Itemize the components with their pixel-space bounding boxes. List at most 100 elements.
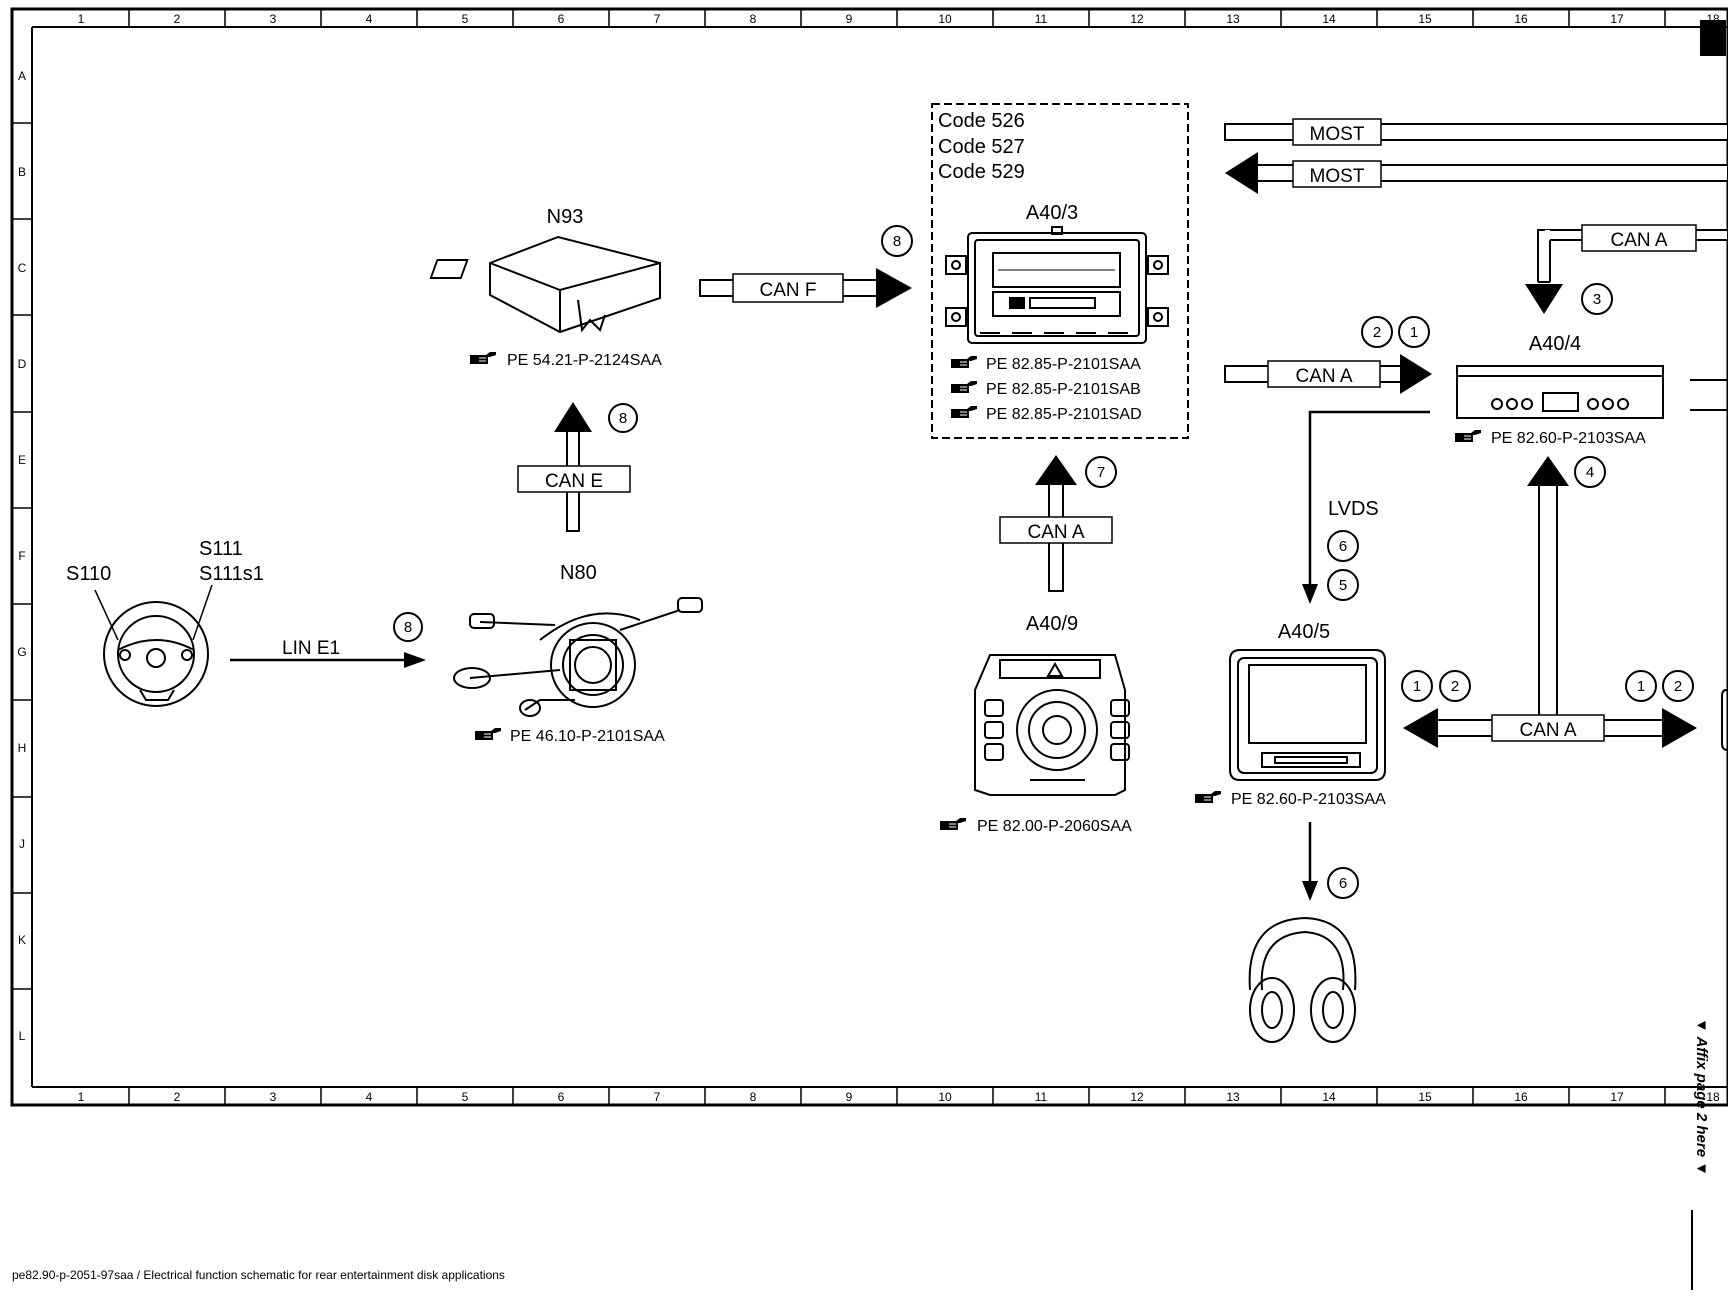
svg-text:6: 6 <box>1339 538 1347 555</box>
svg-text:3: 3 <box>1593 291 1601 308</box>
can-a-a40-3-connection <box>1224 354 1432 394</box>
grid-col-label: 9 <box>846 12 853 26</box>
grid-col-label: 3 <box>270 12 277 26</box>
grid-col-label: 9 <box>846 1090 853 1104</box>
headphones-connection <box>1302 822 1318 901</box>
marker-circle: 5 <box>1327 569 1359 601</box>
grid-col-label: 16 <box>1514 1090 1528 1104</box>
grid-col-label: 17 <box>1610 12 1624 26</box>
a40-3-code: Code 529 <box>938 161 1025 183</box>
a40-5-label: A40/5 <box>1278 621 1330 643</box>
cut-off-lines <box>1690 379 1728 411</box>
s111s1-label: S111s1 <box>199 563 264 585</box>
svg-text:2: 2 <box>1674 678 1682 695</box>
grid-col-label: 18 <box>1706 1090 1720 1104</box>
most-bus-1 <box>1224 118 1728 146</box>
grid-col-label: 5 <box>462 1090 469 1104</box>
headphones-icon <box>1248 916 1357 1043</box>
head-unit-icon <box>945 226 1169 344</box>
marker-circle: 1 <box>1401 670 1433 702</box>
most-bus-2 <box>1225 152 1728 194</box>
can-a-label: CAN A <box>1295 366 1352 387</box>
grid-col-label: 6 <box>558 12 565 26</box>
can-a-label: CAN A <box>1027 522 1084 543</box>
grid-col-label: 11 <box>1035 12 1048 26</box>
controller-panel-icon <box>974 654 1130 796</box>
can-a-label: CAN A <box>1610 230 1667 251</box>
grid-col-label: 12 <box>1130 1090 1144 1104</box>
marker-circle: 3 <box>1581 283 1613 315</box>
grid-col-label: 10 <box>938 1090 952 1104</box>
grid-row-label: A <box>18 69 26 83</box>
can-a-up-connection <box>1527 456 1569 729</box>
marker-circle: 2 <box>1662 670 1694 702</box>
svg-text:2: 2 <box>1373 324 1381 341</box>
a40-3-ref: PE 82.85-P-2101SAA <box>986 356 1141 373</box>
grid-col-label: 7 <box>654 1090 661 1104</box>
n93-label: N93 <box>547 206 584 228</box>
marker-circle: 2 <box>1439 670 1471 702</box>
svg-text:4: 4 <box>1586 464 1594 481</box>
grid-col-label: 1 <box>78 12 85 26</box>
a40-3-ref: PE 82.85-P-2101SAD <box>986 406 1142 423</box>
a40-3-code: Code 527 <box>938 136 1025 158</box>
grid-frame <box>10 7 1728 1107</box>
grid-col-label: 15 <box>1418 1090 1432 1104</box>
dvd-player-icon <box>1456 365 1664 419</box>
grid-columns-top: 1 2 3 4 5 6 7 8 9 10 11 12 13 14 15 16 1… <box>78 12 1720 26</box>
marker-circle: 4 <box>1574 456 1606 488</box>
svg-text:8: 8 <box>893 233 901 250</box>
can-a-top-connection <box>1525 224 1728 314</box>
lin-e1-connection <box>230 652 426 668</box>
marker-circle: 6 <box>1327 867 1359 899</box>
can-e-connection <box>517 402 631 532</box>
most-label: MOST <box>1310 166 1365 187</box>
a40-3-option-box <box>931 103 1189 439</box>
grid-col-label: 16 <box>1514 12 1528 26</box>
can-a-label: CAN A <box>1519 720 1576 741</box>
affix-note: ▼ Affix page 2 here ▼ <box>1693 1018 1710 1176</box>
reference-hand-icon <box>469 351 497 365</box>
s111-label: S111 <box>199 538 243 560</box>
grid-row-label: E <box>18 453 26 467</box>
svg-text:6: 6 <box>1339 875 1347 892</box>
grid-col-label: 13 <box>1226 12 1240 26</box>
marker-circle: 8 <box>608 403 638 433</box>
n80-label: N80 <box>560 562 597 584</box>
grid-row-label: G <box>17 645 26 659</box>
grid-col-label: 10 <box>938 12 952 26</box>
rear-display-icon <box>1229 649 1386 781</box>
n93-ref: PE 54.21-P-2124SAA <box>507 352 662 369</box>
svg-text:1: 1 <box>1637 678 1645 695</box>
a40-3-ref: PE 82.85-P-2101SAB <box>986 381 1141 398</box>
a40-9-label: A40/9 <box>1026 613 1078 635</box>
grid-col-label: 4 <box>366 12 373 26</box>
reference-hand-icon <box>950 405 978 419</box>
grid-row-label: F <box>18 549 25 563</box>
svg-text:1: 1 <box>1410 324 1418 341</box>
a40-3-label: A40/3 <box>1026 202 1078 224</box>
marker-circle: 2 <box>1361 316 1393 348</box>
grid-col-label: 14 <box>1322 12 1336 26</box>
marker-circle: 8 <box>393 612 423 642</box>
steering-wheel-icon <box>94 584 213 707</box>
grid-row-label: C <box>18 261 27 275</box>
reference-hand-icon <box>950 380 978 394</box>
can-a-a40-9-connection <box>999 455 1113 592</box>
document-footer: pe82.90-p-2051-97saa / Electrical functi… <box>12 1268 505 1282</box>
grid-col-label: 8 <box>750 1090 757 1104</box>
grid-col-label: 2 <box>174 12 181 26</box>
can-f-label: CAN F <box>760 280 817 301</box>
can-f-connection <box>699 268 912 308</box>
grid-col-label: 12 <box>1130 12 1144 26</box>
grid-row-label: D <box>18 357 27 371</box>
gateway-module-icon <box>429 235 661 334</box>
grid-rows: A B C D E F G H J K L <box>17 69 26 1043</box>
can-a-a40-5-connection <box>1403 708 1697 748</box>
grid-row-label: B <box>18 165 26 179</box>
can-e-label: CAN E <box>545 471 603 492</box>
lvds-connection <box>1302 410 1430 604</box>
grid-col-label: 7 <box>654 12 661 26</box>
grid-col-label: 4 <box>366 1090 373 1104</box>
